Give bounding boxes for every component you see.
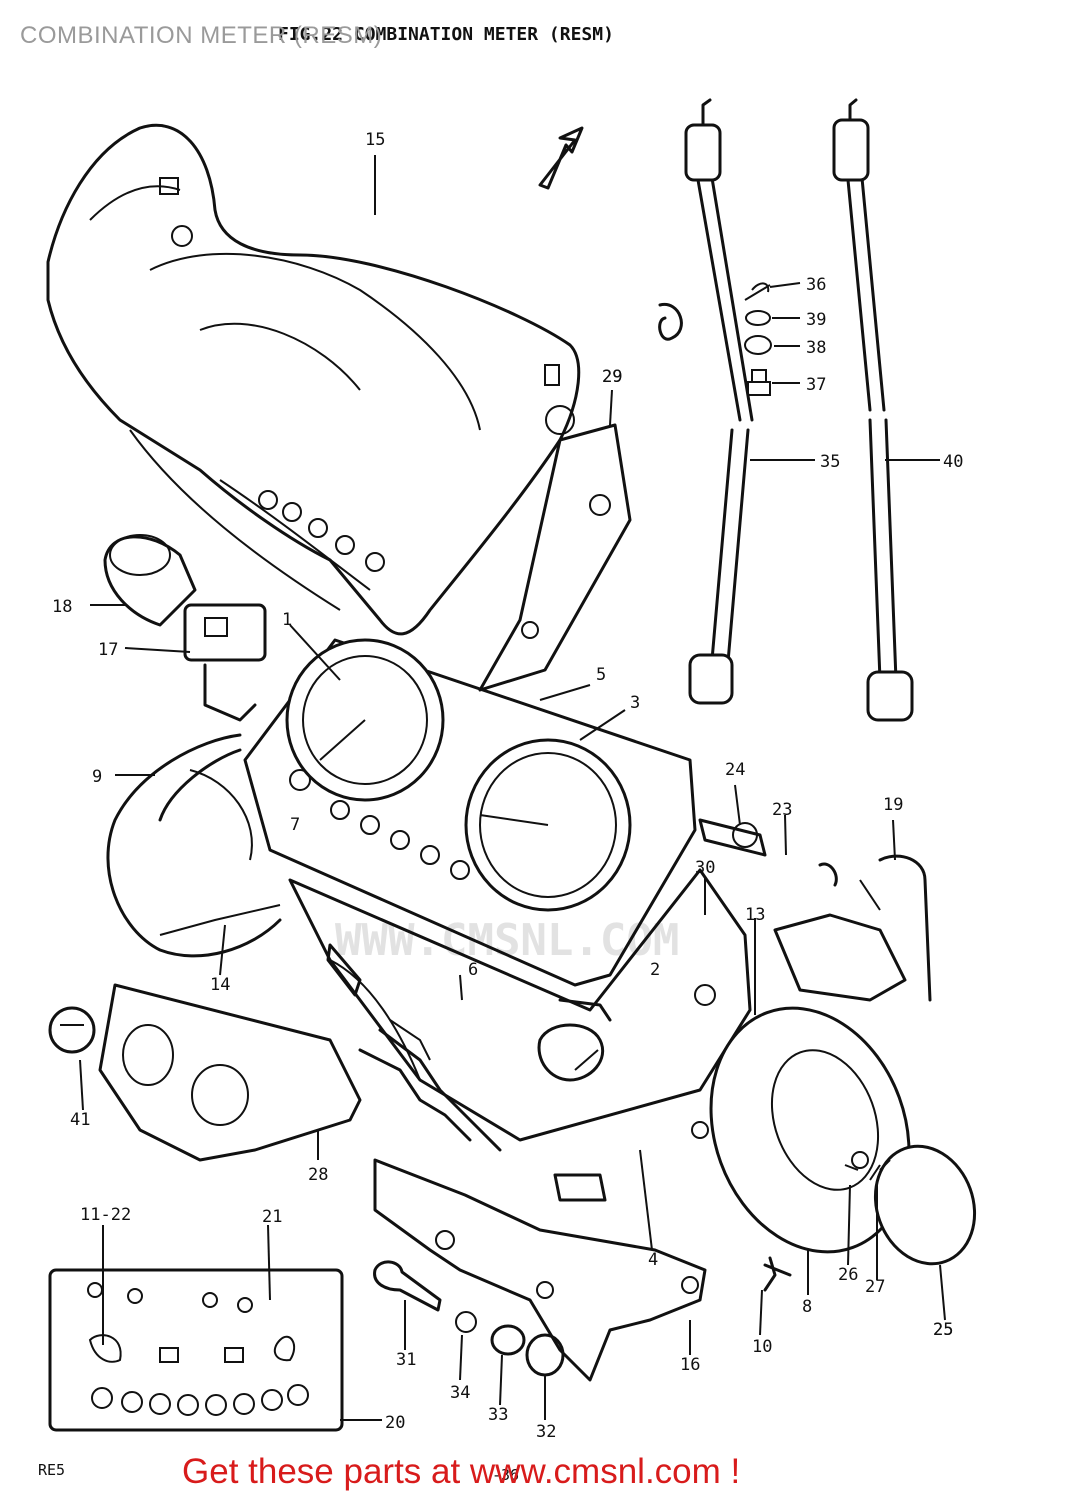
callout-7: 7	[290, 815, 300, 835]
corner-mark: RE5	[38, 1461, 65, 1479]
callout-15: 15	[365, 130, 385, 150]
callout-9: 9	[92, 767, 102, 787]
callout-38: 38	[806, 338, 826, 358]
meter-side-plate-part	[478, 423, 632, 692]
callout-25b: 25	[933, 1320, 953, 1340]
callout-29b: 29	[602, 367, 622, 387]
callout-32b: 32	[536, 1422, 556, 1442]
meter-cover-part	[46, 123, 581, 636]
callout-5: 5	[596, 665, 606, 685]
callout-35: 35	[820, 452, 840, 472]
cable-fasteners-part	[658, 282, 772, 396]
meter-cap-part	[873, 1144, 977, 1266]
fig-title: FIG.22 COMBINATION METER (RESM)	[278, 24, 614, 45]
callout-25: 25	[933, 1320, 953, 1340]
meter-back-plate-part	[691, 1006, 911, 1254]
callout-4: 4	[648, 1250, 658, 1270]
callout-39: 39	[806, 310, 826, 330]
bulb-part	[48, 1006, 96, 1054]
callout-34b: 34	[450, 1383, 470, 1403]
callout-18: 18	[52, 597, 72, 617]
cmsnl-footer-link[interactable]: Get these parts at www.cmsnl.com !	[182, 1452, 741, 1491]
callout-31b: 31	[396, 1350, 416, 1370]
front-arrow-icon	[538, 126, 584, 190]
callout-8: 8	[802, 1297, 812, 1317]
callout-24: 24	[725, 760, 745, 780]
callout-3: 3	[630, 693, 640, 713]
callout-37: 37	[806, 375, 826, 395]
bottom-mark: -36	[492, 1466, 519, 1484]
wiring-harness-part	[106, 733, 282, 958]
gauge-panel-part	[243, 638, 767, 987]
callout-41: 41	[70, 1110, 90, 1130]
callout-1: 1	[282, 610, 292, 630]
speedometer-cable-part	[684, 98, 754, 705]
callout-26b: 26	[838, 1265, 858, 1285]
callout-23: 23	[772, 800, 792, 820]
lower-cover-part	[98, 983, 362, 1162]
tachometer-cable-part	[832, 98, 914, 722]
callout-11-22: 11-22	[80, 1205, 131, 1225]
callout-30: 30	[695, 858, 715, 878]
callout-33b: 33	[488, 1405, 508, 1425]
callout-20b: 20	[385, 1413, 405, 1433]
callout-21b: 21	[262, 1207, 282, 1227]
callout-10: 10	[752, 1337, 772, 1357]
callout-36: 36	[806, 275, 826, 295]
callout-6: 6	[468, 960, 478, 980]
callout-labels-2: 21 26 25 31 34 33 32 20 29	[262, 367, 953, 1442]
inset-panel-view	[48, 1268, 344, 1432]
leader-lines	[79, 155, 946, 1421]
callout-labels: 15 29 36 39 38 37 35 40 18 17 1 5 3 9 24…	[52, 130, 963, 1375]
callout-2: 2	[650, 960, 660, 980]
page-title: COMBINATION METER (RESM)	[20, 22, 383, 49]
screws-part	[763, 1164, 881, 1292]
indicator-socket-part	[103, 534, 267, 722]
callout-27: 27	[865, 1277, 885, 1297]
callout-28: 28	[308, 1165, 328, 1185]
callout-13: 13	[745, 905, 765, 925]
callout-14: 14	[210, 975, 230, 995]
mounting-bracket-part	[373, 1158, 707, 1382]
callout-29: 29	[602, 367, 622, 387]
callout-19: 19	[883, 795, 903, 815]
callout-17: 17	[98, 640, 118, 660]
callout-16: 16	[680, 1355, 700, 1375]
sensor-unit-part	[773, 854, 932, 1002]
callout-40: 40	[943, 452, 963, 472]
